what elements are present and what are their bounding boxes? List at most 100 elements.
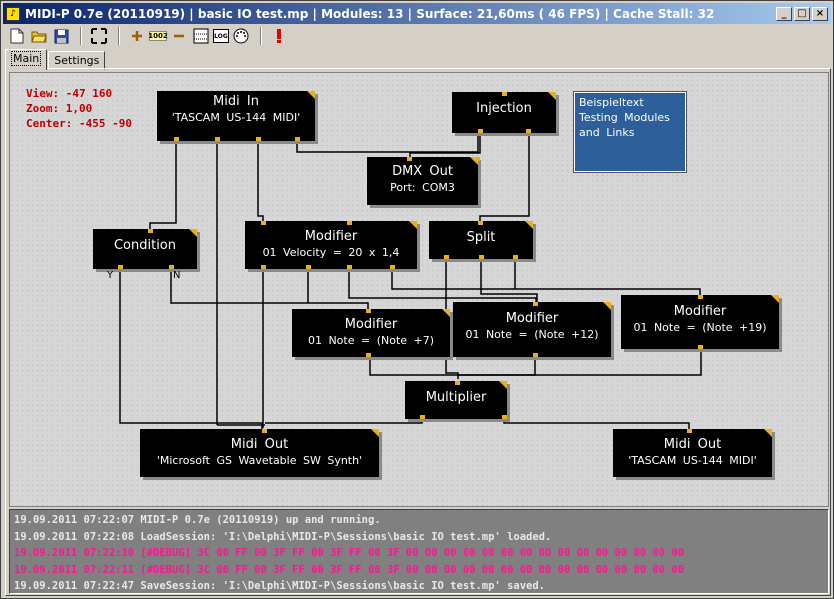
module-subtitle: 'TASCAM US-144 MIDI'	[628, 454, 757, 467]
input-port[interactable]	[687, 429, 692, 433]
output-port[interactable]	[513, 255, 518, 259]
module-title: Midi Out	[663, 437, 722, 452]
resize-corner[interactable]	[470, 157, 478, 165]
output-port-yes[interactable]	[118, 265, 123, 269]
output-port-no[interactable]	[169, 265, 174, 269]
log-panel[interactable]: 19.09.2011 07:22:07 MIDI-P 0.7e (2011091…	[9, 509, 829, 594]
resize-corner[interactable]	[771, 295, 779, 303]
resize-corner[interactable]	[371, 429, 379, 437]
resize-corner[interactable]	[764, 429, 772, 437]
remove-icon[interactable]	[169, 27, 189, 45]
module-title: Modifier	[673, 304, 727, 319]
minimize-button[interactable]: _	[776, 6, 792, 21]
module-title: Midi In	[213, 94, 259, 109]
input-port[interactable]	[455, 381, 460, 385]
output-port[interactable]	[261, 265, 266, 269]
resize-corner[interactable]	[442, 309, 450, 317]
output-port[interactable]	[174, 137, 179, 141]
maximize-button[interactable]: □	[794, 6, 810, 21]
input-port[interactable]	[475, 157, 480, 161]
tab-settings[interactable]: Settings	[48, 51, 106, 70]
alert-icon[interactable]	[269, 27, 289, 45]
input-port[interactable]	[366, 309, 371, 313]
module-modifier-note-12[interactable]: Modifier 01 Note = (Note +12)	[453, 302, 611, 357]
output-port[interactable]	[215, 137, 220, 141]
output-port[interactable]	[347, 265, 352, 269]
module-midi-out-tascam[interactable]: Midi Out 'TASCAM US-144 MIDI'	[613, 429, 772, 477]
resize-corner[interactable]	[189, 229, 197, 237]
condition-no-label: N	[173, 270, 181, 281]
output-port[interactable]	[420, 415, 425, 419]
open-folder-icon[interactable]	[29, 27, 49, 45]
module-midi-out-gs[interactable]: Midi Out 'Microsoft GS Wavetable SW Synt…	[140, 429, 379, 477]
resize-corner[interactable]	[307, 91, 315, 99]
module-injection[interactable]: Injection	[452, 92, 556, 133]
output-port[interactable]	[390, 265, 395, 269]
module-subtitle: 'Microsoft GS Wavetable SW Synth'	[156, 454, 363, 467]
condition-yes-label: Y	[107, 270, 114, 281]
module-title: Midi Out	[230, 437, 289, 452]
module-split[interactable]: Split	[429, 221, 533, 259]
module-title: Modifier	[505, 311, 559, 326]
tab-main[interactable]: Main	[5, 49, 48, 70]
wire	[348, 254, 537, 302]
module-multiplier[interactable]: Multiplier	[405, 381, 507, 419]
input-port[interactable]	[698, 295, 703, 299]
fit-view-icon[interactable]	[89, 27, 109, 45]
resize-corner[interactable]	[548, 92, 556, 100]
output-port[interactable]	[479, 255, 484, 259]
new-file-icon[interactable]	[7, 27, 27, 45]
module-modifier-velocity[interactable]: Modifier 01 Velocity = 20 x 1,4	[245, 221, 417, 269]
resize-corner[interactable]	[409, 221, 417, 229]
patch-canvas[interactable]: View: -47 160 Zoom: 1,00 Center: -455 -9…	[9, 72, 829, 507]
module-dmx-out[interactable]: DMX Out Port: COM3	[367, 157, 480, 205]
wire	[257, 141, 264, 222]
counter-icon[interactable]: 1002	[148, 31, 168, 41]
log-line: 19.09.2011 07:22:07 MIDI-P 0.7e (2011091…	[14, 514, 381, 526]
input-port[interactable]	[148, 229, 153, 233]
module-modifier-note-19[interactable]: Modifier 01 Note = (Note +19)	[621, 295, 779, 349]
input-port[interactable]	[533, 302, 538, 306]
save-disk-icon[interactable]	[51, 27, 71, 45]
output-port[interactable]	[295, 137, 300, 141]
output-port[interactable]	[256, 137, 261, 141]
output-port[interactable]	[444, 255, 449, 259]
wire	[480, 259, 538, 302]
log-toggle-icon[interactable]: LOG	[213, 29, 229, 43]
midi-p-app-icon[interactable]: ♪	[6, 6, 20, 21]
midi-connector-icon[interactable]	[231, 27, 251, 45]
title-bar[interactable]: ♪ MIDI-P 0.7e (20110919) | basic IO test…	[3, 3, 831, 24]
module-title: DMX Out	[392, 164, 453, 179]
wire	[409, 133, 481, 159]
grid-toggle-icon[interactable]	[191, 27, 211, 45]
output-port[interactable]	[502, 415, 507, 419]
module-title: Multiplier	[425, 390, 487, 405]
output-port[interactable]	[533, 353, 538, 357]
module-title: Injection	[476, 101, 532, 116]
resize-corner[interactable]	[525, 221, 533, 229]
add-module-icon[interactable]	[127, 27, 147, 45]
input-port[interactable]	[502, 92, 507, 96]
note-textbox[interactable]: Beispieltext Testing Modules and Links	[574, 92, 686, 172]
resize-corner[interactable]	[499, 381, 507, 389]
input-port[interactable]	[407, 157, 412, 161]
output-port[interactable]	[366, 353, 371, 357]
input-port[interactable]	[478, 221, 483, 225]
output-port[interactable]	[526, 129, 531, 133]
module-condition[interactable]: Condition	[93, 229, 197, 269]
input-port[interactable]	[347, 221, 352, 225]
resize-corner[interactable]	[603, 302, 611, 310]
output-port[interactable]	[306, 265, 311, 269]
module-midi-in[interactable]: Midi In 'TASCAM US-144 MIDI'	[157, 91, 315, 141]
module-modifier-note-7[interactable]: Modifier 01 Note = (Note +7)	[292, 309, 450, 357]
wire	[265, 419, 423, 424]
input-port[interactable]	[262, 429, 267, 433]
close-button[interactable]: ×	[812, 6, 828, 21]
module-subtitle: 01 Note = (Note +19)	[633, 321, 767, 334]
module-subtitle: 01 Note = (Note +7)	[307, 334, 435, 347]
output-port[interactable]	[698, 345, 703, 349]
wire	[391, 254, 701, 295]
output-port[interactable]	[478, 129, 483, 133]
input-port[interactable]	[261, 221, 266, 225]
